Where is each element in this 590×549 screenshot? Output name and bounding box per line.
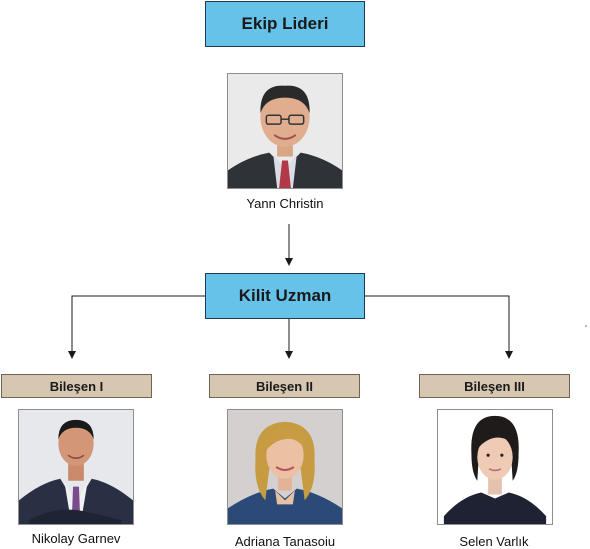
component-2-name: Adriana Tanasoiu xyxy=(234,534,336,549)
leader-name: Yann Christin xyxy=(246,196,324,211)
component-2-title-box: Bileşen II xyxy=(209,374,360,398)
leader-title-box: Ekip Lideri xyxy=(205,1,365,47)
component-3-photo xyxy=(437,409,553,525)
leader-photo xyxy=(227,73,343,189)
key-expert-title-box: Kilit Uzman xyxy=(205,273,365,319)
connector-to-component-3 xyxy=(364,295,513,359)
component-1-name: Nikolay Garnev xyxy=(31,531,121,546)
person-portrait-icon xyxy=(438,410,552,524)
component-1-photo xyxy=(18,409,134,525)
component-2-photo xyxy=(227,409,343,525)
component-1-title-box: Bileşen I xyxy=(1,374,152,398)
person-portrait-icon xyxy=(228,410,342,524)
component-3-name: Selen Varlık xyxy=(459,534,529,549)
person-portrait-icon xyxy=(19,410,133,524)
connector-to-component-1 xyxy=(68,295,206,359)
person-portrait-icon xyxy=(228,74,342,188)
component-3-title-box: Bileşen III xyxy=(419,374,570,398)
stray-dot xyxy=(585,325,587,327)
